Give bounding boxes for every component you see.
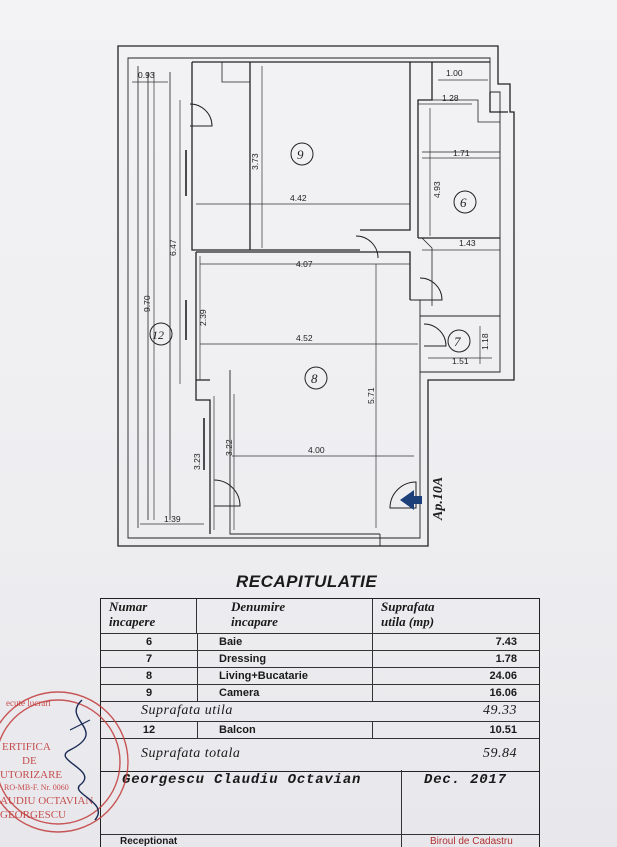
row-area: 1.78 (495, 652, 517, 665)
table-row: 6 Baie 7.43 (101, 633, 539, 651)
row-name: Balcon (197, 721, 373, 738)
door-arc-balcony (213, 479, 241, 507)
room-8-label: 8 (311, 371, 318, 386)
footer-left-text: Receptionat (120, 836, 178, 847)
row-num: 9 (101, 684, 198, 701)
hdr-utila: utila (mp) (381, 614, 435, 629)
svg-text:AUDIU OCTAVIAN: AUDIU OCTAVIAN (0, 795, 93, 807)
hdr-numar: Numar (109, 599, 148, 614)
entry-arrow-icon (400, 490, 422, 510)
row-num: 6 (101, 633, 198, 650)
util-value: 49.33 (483, 703, 517, 718)
row-num: 7 (101, 650, 198, 667)
svg-text:ecute lucrari: ecute lucrari (6, 698, 51, 708)
door-arc-hall (355, 235, 379, 259)
dim-100: 1.00 (446, 68, 463, 78)
door-arc-9 (189, 103, 213, 127)
door-arc-7 (423, 323, 447, 347)
row-name: Camera (197, 684, 373, 701)
dim-239: 2.39 (198, 309, 208, 326)
hdr-suprafata: Suprafata (381, 599, 435, 614)
dim-171: 1.71 (453, 148, 470, 158)
author-name: Georgescu Claudiu Octavian (122, 772, 362, 788)
dim-323: 3.23 (192, 453, 202, 470)
dim-118: 1.18 (480, 333, 490, 350)
total-value: 59.84 (483, 746, 517, 761)
door-arc-entry (389, 481, 417, 509)
dim-139: 1.39 (164, 514, 181, 524)
util-label: Suprafata utila (141, 703, 233, 718)
dim-093: 0.93 (138, 70, 155, 80)
svg-text:ERTIFICA: ERTIFICA (2, 741, 51, 753)
handwritten-signature (64, 699, 99, 821)
table-row: 8 Living+Bucatarie 24.06 (101, 667, 539, 685)
signature-box (100, 770, 540, 847)
door-arc-6 (419, 277, 443, 301)
document-date: Dec. 2017 (424, 772, 507, 788)
dim-647: 6.47 (168, 239, 178, 256)
row-area: 7.43 (495, 635, 517, 648)
util-row: Suprafata utila 49.33 (101, 701, 539, 722)
inner-wall (127, 57, 501, 539)
room-7-label: 7 (454, 334, 461, 349)
dim-373: 3.73 (250, 153, 260, 170)
dim-571: 5.71 (366, 387, 376, 404)
row-num: 12 (101, 721, 198, 738)
dim-400: 4.00 (308, 445, 325, 455)
table-header-row: Numar incapere Denumire incapare Suprafa… (101, 599, 539, 634)
dim-442: 4.42 (290, 193, 307, 203)
svg-text:RO-MB-F. Nr. 0060: RO-MB-F. Nr. 0060 (4, 783, 69, 792)
room-9-label: 9 (297, 147, 304, 162)
hdr-incapere: incapere (109, 614, 156, 629)
hdr-denumire: Denumire (231, 599, 286, 614)
row-name: Baie (197, 633, 373, 650)
row-area: 16.06 (489, 686, 517, 699)
row-area: 10.51 (489, 723, 517, 736)
footer-right-text: Biroul de Cadastru (430, 836, 513, 847)
dim-151: 1.51 (452, 356, 469, 366)
svg-text:DE: DE (22, 755, 37, 767)
dim-970: 9.70 (142, 295, 152, 312)
dim-452: 4.52 (296, 333, 313, 343)
total-row: Suprafata totala 59.84 (101, 738, 539, 770)
hdr-incapare: incapare (231, 614, 278, 629)
room-12-label: 12 (152, 328, 164, 342)
room-6-label: 6 (460, 195, 467, 210)
svg-text:UTORIZARE: UTORIZARE (0, 769, 62, 781)
recap-title: RECAPITULATIE (236, 572, 378, 591)
total-label: Suprafata totala (141, 746, 241, 761)
recap-table: Numar incapere Denumire incapare Suprafa… (100, 598, 540, 772)
svg-text:GEORGESCU: GEORGESCU (0, 809, 66, 821)
table-row: 12 Balcon 10.51 (101, 721, 539, 739)
dim-143: 1.43 (459, 238, 476, 248)
table-row: 7 Dressing 1.78 (101, 650, 539, 668)
row-name: Living+Bucatarie (197, 667, 373, 684)
outer-wall (117, 45, 515, 547)
dim-493: 4.93 (432, 181, 442, 198)
authorization-stamp: ecute lucrari ERTIFICA DE UTORIZARE RO-M… (0, 691, 129, 833)
row-area: 24.06 (489, 669, 517, 682)
dim-322: 3.22 (224, 439, 234, 456)
row-name: Dressing (197, 650, 373, 667)
table-row: 9 Camera 16.06 (101, 684, 539, 702)
dim-407: 4.07 (296, 259, 313, 269)
floor-plan: 0.93 1.00 1.28 1.71 4.93 1.43 3.73 4.42 … (117, 45, 515, 547)
dim-128: 1.28 (442, 93, 459, 103)
row-num: 8 (101, 667, 198, 684)
apartment-label: Ap.10A (431, 477, 446, 521)
